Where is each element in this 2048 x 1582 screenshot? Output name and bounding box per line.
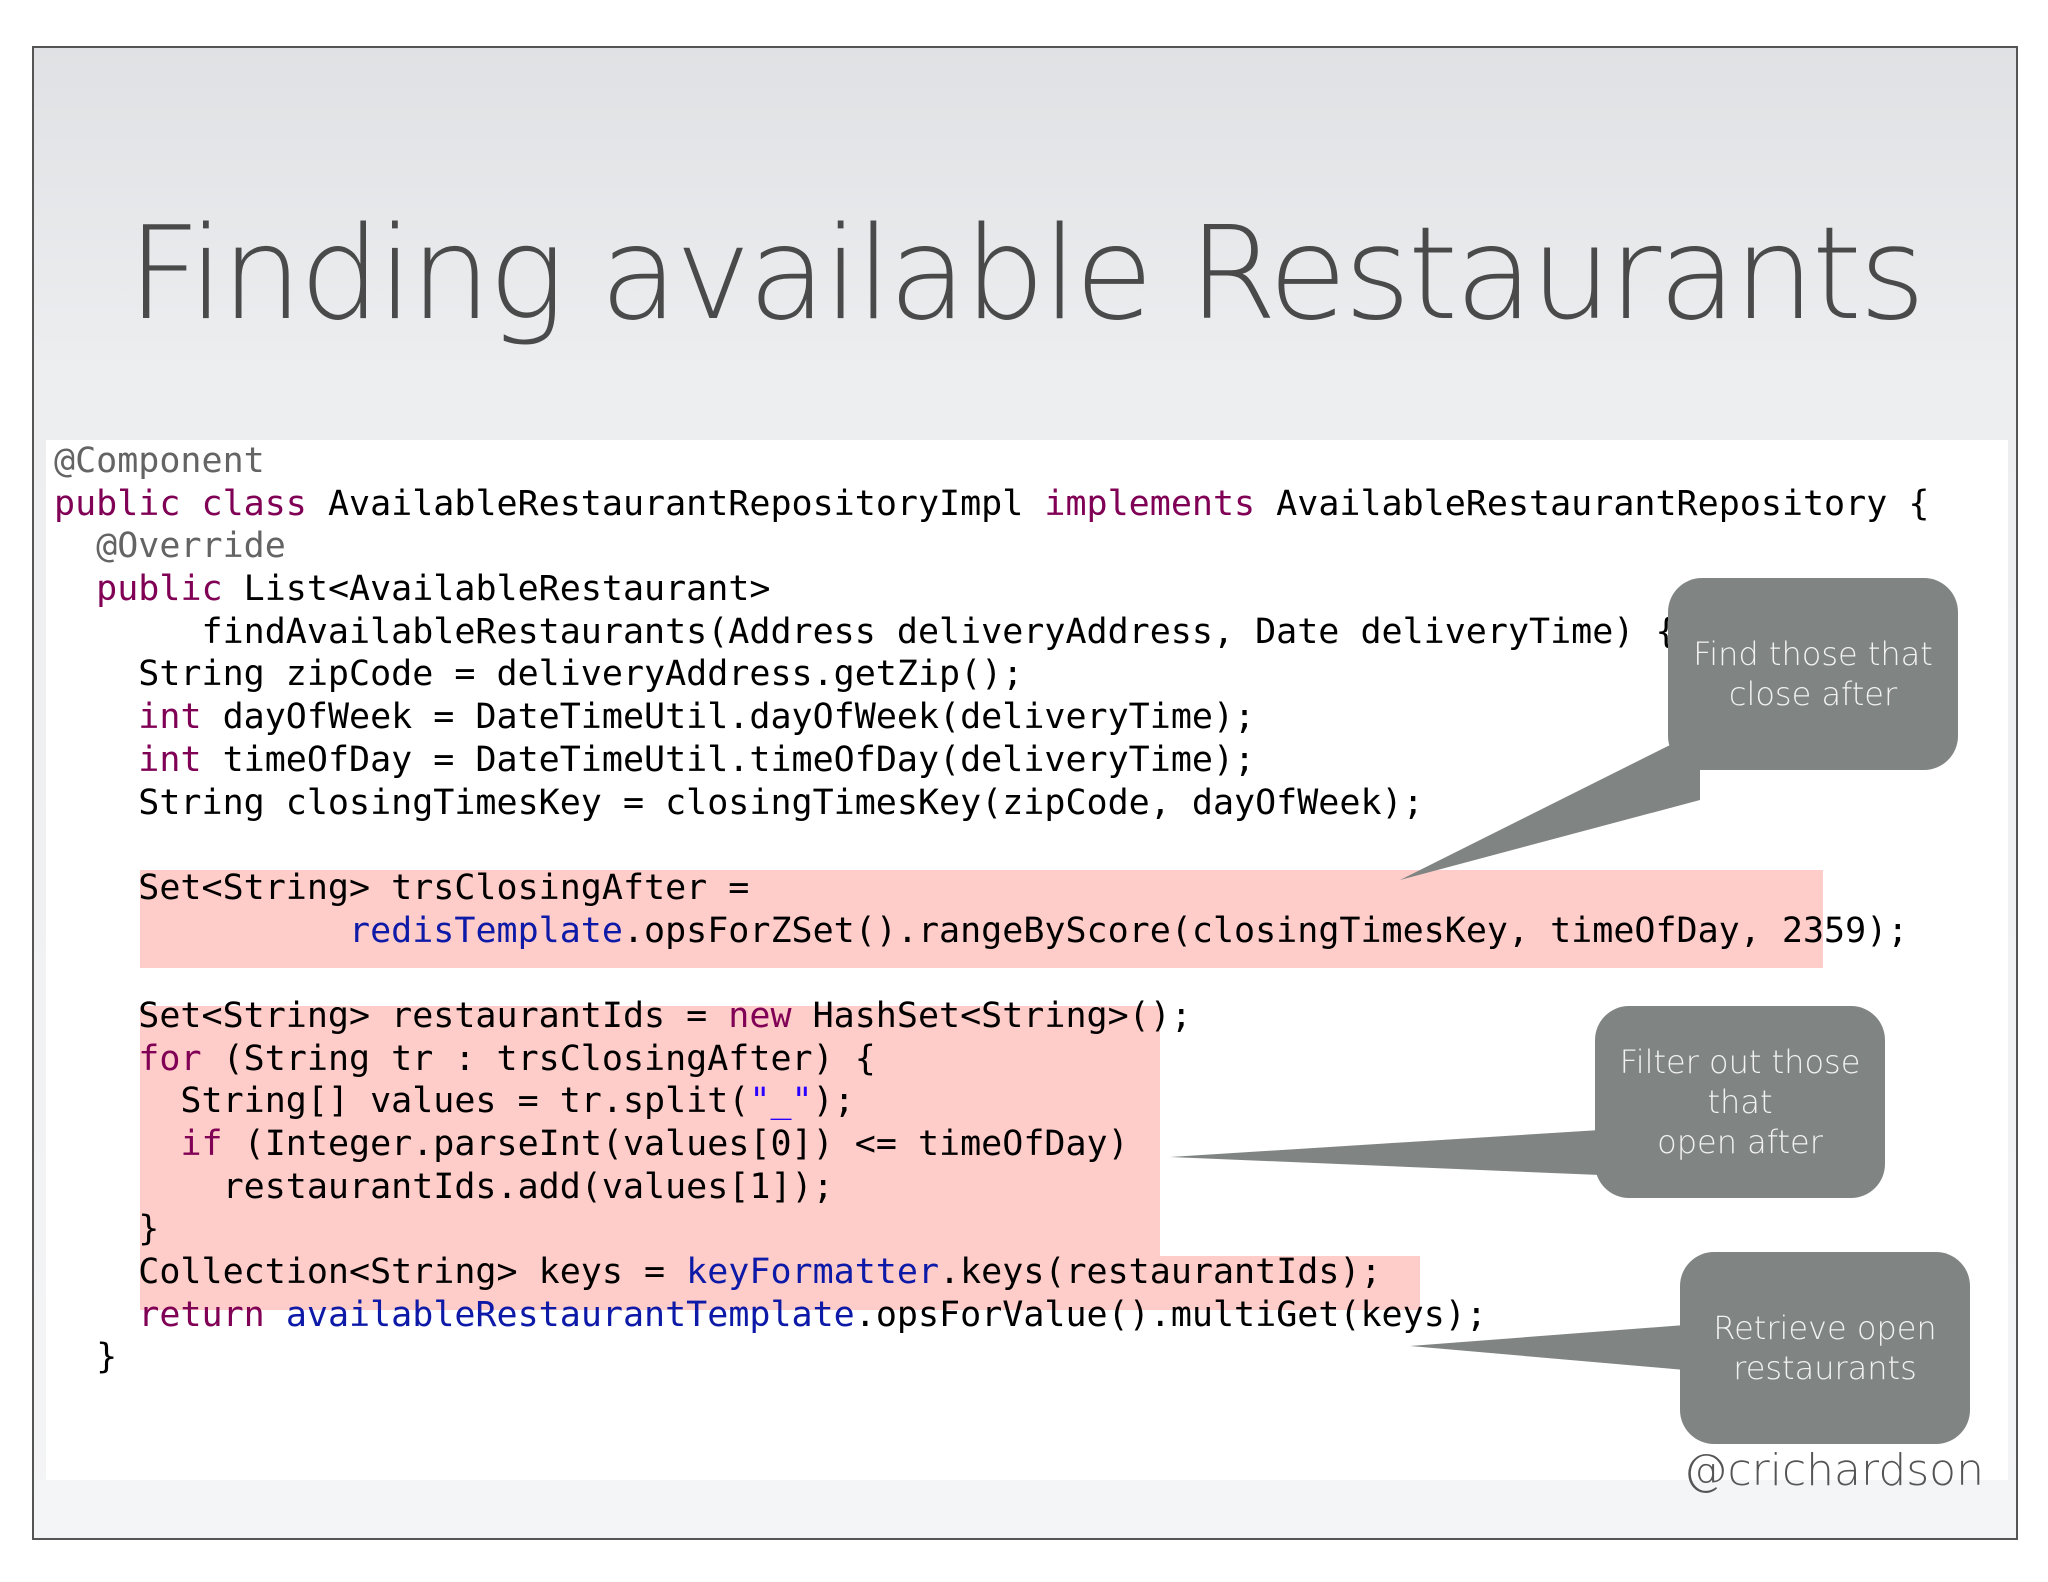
code-token	[180, 484, 201, 524]
author-handle: @crichardson	[1683, 1445, 1984, 1496]
code-token-annotation: @Override	[96, 526, 286, 567]
callout-text: Retrieve open	[1713, 1309, 1937, 1347]
code-token-keyword: public	[54, 483, 181, 524]
code-token-keyword: implements	[1044, 483, 1256, 524]
code-line: public List<AvailableRestaurant>	[46, 568, 1929, 611]
code-token	[265, 1295, 286, 1335]
code-line	[46, 952, 1929, 995]
code-line: restaurantIds.add(values[1]);	[46, 1166, 1929, 1209]
code-token: List<AvailableRestaurant>	[222, 569, 771, 610]
code-token: .keys(restaurantIds);	[939, 1252, 1382, 1293]
code-token-keyword: public	[96, 569, 223, 610]
code-token	[54, 911, 349, 951]
code-token: (String tr : trsClosingAfter) {	[201, 1038, 876, 1079]
code-line: public class AvailableRestaurantReposito…	[46, 483, 1929, 526]
code-token: AvailableRestaurantRepositoryImpl	[306, 483, 1045, 524]
code-line	[46, 824, 1929, 867]
code-token-keyword: if	[180, 1124, 223, 1164]
code-token: );	[812, 1081, 855, 1122]
code-line: }	[46, 1336, 1929, 1379]
code-line: String zipCode = deliveryAddress.getZip(…	[46, 653, 1929, 696]
code-token-keyword: class	[201, 483, 307, 524]
code-token	[54, 740, 138, 780]
code-line: Collection<String> keys = keyFormatter.k…	[46, 1251, 1929, 1294]
code-token: HashSet<String>();	[791, 995, 1192, 1036]
code-token-field: redisTemplate	[349, 910, 623, 951]
callout-text: Filter out those that	[1619, 1043, 1861, 1121]
highlight-closing-after	[140, 870, 1823, 968]
code-line: Set<String> restaurantIds = new HashSet<…	[46, 995, 1929, 1038]
code-token	[54, 526, 96, 566]
code-line: Set<String> trsClosingAfter =	[46, 867, 1929, 910]
code-line: redisTemplate.opsForZSet().rangeByScore(…	[46, 910, 1929, 953]
code-token-keyword: return	[138, 1294, 265, 1335]
code-token-string: "_"	[749, 1081, 813, 1122]
code-token: String zipCode = deliveryAddress.getZip(…	[54, 654, 1024, 695]
code-token: findAvailableRestaurants(Address deliver…	[54, 611, 1677, 652]
highlight-return	[140, 1256, 1420, 1310]
code-token: (Integer.parseInt(values[0]) <= timeOfDa…	[222, 1124, 1129, 1164]
code-token: dayOfWeek = DateTimeUtil.dayOfWeek(deliv…	[201, 697, 1256, 738]
code-token: }	[54, 1337, 118, 1378]
code-line: for (String tr : trsClosingAfter) {	[46, 1038, 1929, 1081]
code-token: restaurantIds.add(values[1]);	[54, 1166, 834, 1207]
code-token: .opsForValue().multiGet(keys);	[854, 1294, 1487, 1335]
code-line: String closingTimesKey = closingTimesKey…	[46, 782, 1929, 825]
code-token: String closingTimesKey = closingTimesKey…	[54, 782, 1424, 823]
code-line: return availableRestaurantTemplate.opsFo…	[46, 1294, 1929, 1337]
code-token-field: keyFormatter	[686, 1252, 940, 1293]
code-token: String[] values = tr.split(	[54, 1081, 750, 1122]
code-token	[54, 1039, 138, 1079]
callout-text: restaurants	[1733, 1349, 1917, 1387]
code-line: if (Integer.parseInt(values[0]) <= timeO…	[46, 1123, 1929, 1166]
code-token-annotation: @Component	[54, 441, 265, 481]
callout-text: Find those that	[1693, 635, 1933, 673]
code-token	[54, 697, 138, 737]
code-line: String[] values = tr.split("_");	[46, 1080, 1929, 1123]
slide-title: Finding available Restaurants	[127, 200, 1925, 349]
code-token: }	[54, 1209, 160, 1250]
code-token-keyword: int	[138, 739, 202, 780]
code-line: int dayOfWeek = DateTimeUtil.dayOfWeek(d…	[46, 696, 1929, 739]
code-token-keyword: int	[138, 697, 202, 738]
code-line: @Override	[46, 525, 1929, 568]
code-token-field: availableRestaurantTemplate	[285, 1294, 855, 1335]
code-token: timeOfDay = DateTimeUtil.timeOfDay(deliv…	[201, 739, 1256, 780]
code-token	[54, 569, 96, 609]
code-token-keyword: new	[728, 995, 792, 1036]
callout-find-close-after: Find those that close after	[1668, 578, 1958, 770]
code-token: Set<String> restaurantIds =	[54, 995, 729, 1036]
callout-filter-open-after: Filter out those that open after	[1595, 1006, 1885, 1198]
code-token: Collection<String> keys =	[54, 1252, 687, 1293]
callout-retrieve-open: Retrieve open restaurants	[1680, 1252, 1970, 1444]
highlight-filter-loop	[140, 1006, 1160, 1256]
code-line: }	[46, 1208, 1929, 1251]
code-token: .opsForZSet().rangeByScore(closingTimesK…	[622, 910, 1909, 951]
code-line: findAvailableRestaurants(Address deliver…	[46, 611, 1929, 654]
code-line: @Component	[46, 440, 1929, 483]
code-line: int timeOfDay = DateTimeUtil.timeOfDay(d…	[46, 739, 1929, 782]
code-token	[54, 1295, 138, 1335]
code-token: Set<String> trsClosingAfter =	[54, 867, 750, 908]
code-token-keyword: for	[138, 1038, 202, 1079]
code-token: AvailableRestaurantRepository {	[1255, 483, 1930, 524]
callout-text: open after	[1657, 1123, 1823, 1161]
code-token	[54, 1124, 180, 1164]
callout-text: close after	[1728, 675, 1898, 713]
